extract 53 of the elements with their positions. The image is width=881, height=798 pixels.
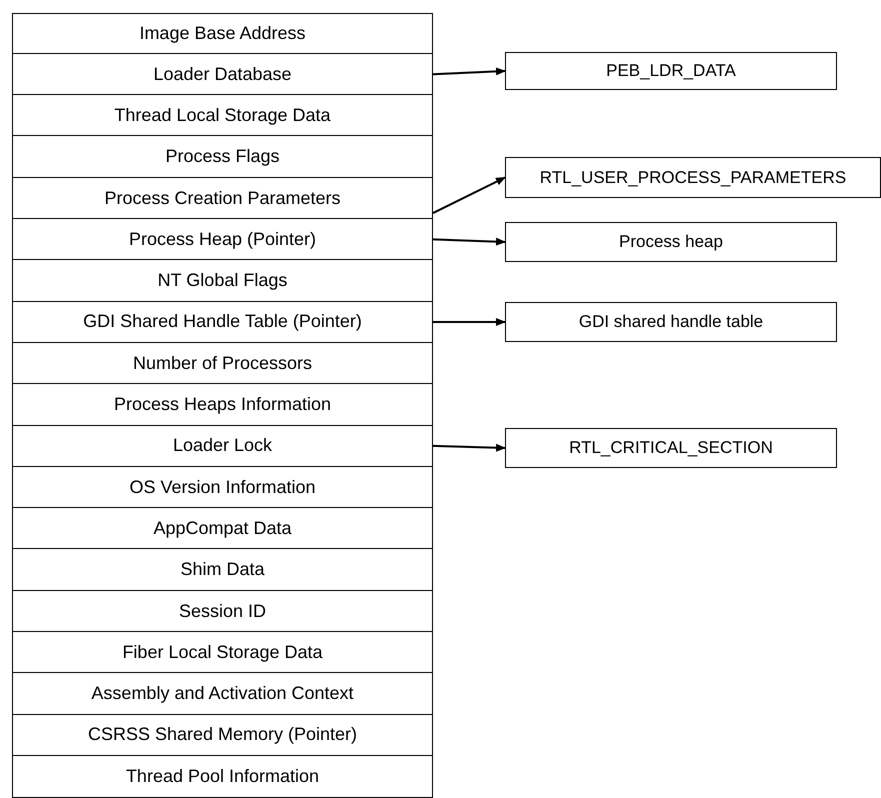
table-row <box>12 52 433 96</box>
table-row <box>12 507 433 550</box>
row-label: Thread Local Storage Data <box>114 104 331 126</box>
table-row <box>12 466 433 509</box>
table-row <box>12 672 433 716</box>
row-label: Loader Database <box>153 64 292 85</box>
row-label: Process heap <box>619 232 723 252</box>
row-label: Process Creation Parameters <box>104 188 341 209</box>
table-row <box>12 342 433 385</box>
table-row <box>12 714 433 756</box>
row-label: Fiber Local Storage Data <box>122 642 323 663</box>
structure-box <box>505 222 837 262</box>
row-label: PEB_LDR_DATA <box>606 61 736 81</box>
row-label: Session ID <box>178 600 266 622</box>
table-row <box>12 754 433 798</box>
structure-box <box>505 302 837 342</box>
table-row <box>12 383 433 426</box>
table-row <box>12 548 433 592</box>
row-label: Assembly and Activation Context <box>91 683 354 704</box>
row-label: Image Base Address <box>139 23 306 44</box>
arrow <box>433 318 506 326</box>
row-label: Thread Pool Information <box>126 766 320 787</box>
table-row <box>12 631 433 674</box>
table-row <box>12 259 433 302</box>
structure-box <box>505 428 837 468</box>
structure-box <box>505 52 837 90</box>
table-row <box>12 94 433 137</box>
arrow <box>432 238 506 246</box>
table-row <box>12 424 433 468</box>
row-label: Process Heap (Pointer) <box>128 228 316 250</box>
table-row <box>12 13 433 54</box>
row-label: NT Global Flags <box>158 270 288 292</box>
row-label: CSRSS Shared Memory (Pointer) <box>88 724 358 746</box>
arrow <box>432 67 506 76</box>
table-row <box>12 176 433 220</box>
table-row <box>12 135 433 178</box>
row-label: Process Heaps Information <box>114 394 332 416</box>
row-label: GDI shared handle table <box>578 312 764 332</box>
row-label: OS Version Information <box>129 476 316 498</box>
row-label: Loader Lock <box>172 435 272 456</box>
row-label: RTL_CRITICAL_SECTION <box>569 438 773 458</box>
table-row <box>12 300 433 344</box>
row-label: Shim Data <box>180 559 265 580</box>
row-label: AppCompat Data <box>153 518 292 539</box>
structure-box <box>505 157 881 198</box>
arrow <box>432 444 506 452</box>
row-label: RTL_USER_PROCESS_PARAMETERS <box>540 168 846 188</box>
row-label: Number of Processors <box>132 352 312 374</box>
row-label: GDI Shared Handle Table (Pointer) <box>83 311 362 332</box>
row-label: Process Flags <box>165 146 280 168</box>
table-row <box>12 590 433 632</box>
arrow <box>432 176 506 214</box>
table-row <box>12 218 433 261</box>
